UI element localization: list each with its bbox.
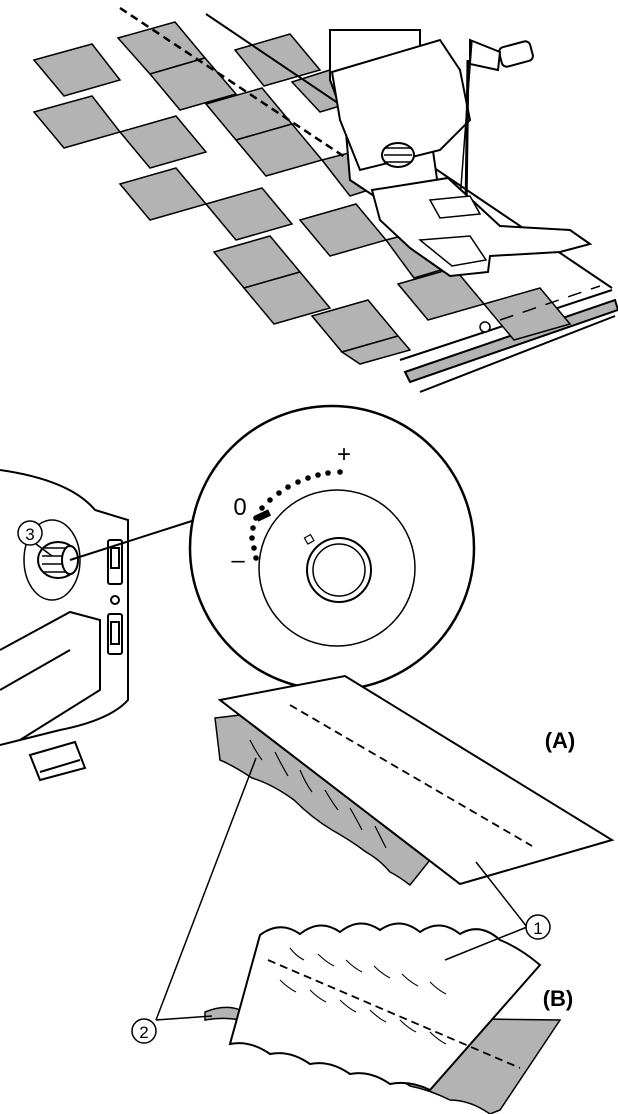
machine-side-panel	[0, 469, 129, 782]
presser-foot-assembly	[329, 29, 593, 278]
callout-2: 2	[131, 757, 257, 1044]
svg-text:1: 1	[533, 919, 542, 938]
fabric-b: (B)	[204, 922, 574, 1114]
needle	[464, 59, 470, 211]
magnify-leader	[69, 519, 196, 561]
dial-ring	[258, 489, 416, 647]
checker-squares	[32, 21, 572, 365]
fabric-a-lower-layer	[214, 714, 432, 887]
dial-minus-label: –	[231, 547, 245, 574]
presser-foot-sole	[370, 176, 593, 278]
seam-guide-dashes	[499, 285, 601, 321]
machine-body-outline	[0, 469, 129, 746]
panel-a-label: (A)	[545, 728, 576, 753]
foot-holder	[330, 38, 472, 172]
svg-text:3: 3	[25, 525, 34, 544]
svg-text:2: 2	[139, 1023, 148, 1042]
fabric-b-puckers	[279, 947, 447, 1045]
stitch-line	[119, 6, 471, 242]
thread	[459, 39, 473, 201]
dial-magnified: + 0 –	[188, 404, 476, 692]
dial-center-inner	[312, 543, 366, 597]
dial-index-mark	[303, 533, 315, 545]
fabric-layer-edge	[419, 315, 616, 393]
callout-1: 1	[444, 861, 551, 961]
dial-plus-label: +	[337, 441, 351, 468]
dial-zero-label: 0	[233, 494, 246, 521]
callout-3: 3	[17, 520, 53, 557]
fabric-a-upper-layer	[217, 674, 615, 886]
fabric-b-upper-layer	[228, 922, 542, 1092]
dial-zero-tick	[255, 509, 272, 522]
needle-clamp-screw	[498, 40, 534, 68]
needle-clamp	[469, 38, 502, 72]
panel-b-label: (B)	[543, 986, 574, 1011]
fabric-a-stitch	[289, 704, 533, 847]
knob-recess	[23, 519, 81, 601]
checkered-fabric	[32, 6, 618, 393]
fabric-a: (A)	[214, 674, 615, 887]
dial-scale-dots	[249, 469, 343, 561]
fabric-b-stitch	[267, 959, 521, 1069]
guide-mark	[479, 321, 491, 333]
